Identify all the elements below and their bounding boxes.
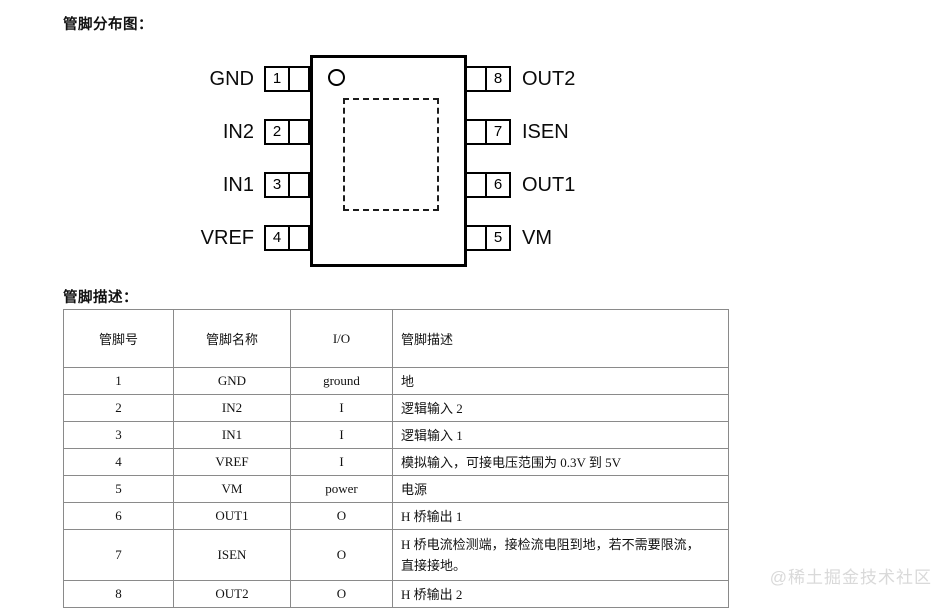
cell-io: ground <box>290 367 393 395</box>
cell-description: 电源 <box>392 475 729 503</box>
pin-diagram: GND 1 IN2 2 IN1 3 VREF 4 8 OUT2 7 ISEN 6… <box>180 45 610 275</box>
thermal-pad-dashed-outline <box>343 98 439 211</box>
table-row: 4 VREF I 模拟输入，可接电压范围为 0.3V 到 5V <box>63 448 729 476</box>
pin-lead-5: 5 VM <box>465 225 552 251</box>
pin-number-7: 7 <box>485 119 511 145</box>
pin-lead-4: VREF 4 <box>201 225 310 251</box>
pin-label-vref: VREF <box>200 227 254 249</box>
pin-stub-4 <box>290 225 310 251</box>
pin-lead-2: IN2 2 <box>223 119 310 145</box>
column-header-io: I/O <box>290 309 393 368</box>
description-line: H 桥电流检测端，接检流电阻到地，若不需要限流， <box>401 537 700 552</box>
cell-pin-name: OUT2 <box>173 580 291 608</box>
cell-description: 地 <box>392 367 729 395</box>
pin-lead-7: 7 ISEN <box>465 119 569 145</box>
cell-io: O <box>290 529 393 581</box>
table-row: 6 OUT1 O H 桥输出 1 <box>63 502 729 530</box>
cell-description: H 桥电流检测端，接检流电阻到地，若不需要限流， 直接接地。 <box>392 529 729 581</box>
description-line: 模拟输入，可接电压范围为 0.3V 到 5V <box>401 454 622 470</box>
chip-body-outline <box>310 55 467 267</box>
cell-io: O <box>290 502 393 530</box>
pin-number-6: 6 <box>485 172 511 198</box>
description-line: H 桥输出 2 <box>401 586 463 602</box>
cell-pin-number: 7 <box>63 529 174 581</box>
pin-number-1: 1 <box>264 66 290 92</box>
cell-pin-name: OUT1 <box>173 502 291 530</box>
table-row: 8 OUT2 O H 桥输出 2 <box>63 580 729 608</box>
table-row: 5 VM power 电源 <box>63 475 729 503</box>
column-header-pin-number: 管脚号 <box>63 309 174 368</box>
pin-stub-3 <box>290 172 310 198</box>
table-row: 3 IN1 I 逻辑输入 1 <box>63 421 729 449</box>
column-header-pin-name: 管脚名称 <box>173 309 291 368</box>
cell-pin-name: VM <box>173 475 291 503</box>
cell-pin-number: 1 <box>63 367 174 395</box>
cell-pin-number: 6 <box>63 502 174 530</box>
cell-io: I <box>290 421 393 449</box>
table-row: 1 GND ground 地 <box>63 367 729 395</box>
cell-io: power <box>290 475 393 503</box>
description-line: 电源 <box>401 481 428 497</box>
cell-pin-name: GND <box>173 367 291 395</box>
pin-label-in2: IN2 <box>222 121 254 143</box>
pin-label-isen: ISEN <box>522 121 569 143</box>
pin-stub-7 <box>465 119 485 145</box>
pin-label-out2: OUT2 <box>522 68 576 90</box>
cell-description: 逻辑输入 2 <box>392 394 729 422</box>
cell-description: H 桥输出 2 <box>392 580 729 608</box>
cell-description: H 桥输出 1 <box>392 502 729 530</box>
pin-number-3: 3 <box>264 172 290 198</box>
pin-stub-6 <box>465 172 485 198</box>
watermark: @稀土掘金技术社区 <box>769 568 932 587</box>
pin-number-4: 4 <box>264 225 290 251</box>
description-line: 逻辑输入 1 <box>401 427 463 443</box>
pin-label-in1: IN1 <box>222 174 254 196</box>
pin-stub-1 <box>290 66 310 92</box>
table-header-row: 管脚号 管脚名称 I/O 管脚描述 <box>63 309 729 368</box>
page-title-pin-description: 管脚描述： <box>63 290 138 306</box>
pin-stub-8 <box>465 66 485 92</box>
pin-stub-5 <box>465 225 485 251</box>
cell-io: O <box>290 580 393 608</box>
cell-pin-number: 5 <box>63 475 174 503</box>
pin-stub-2 <box>290 119 310 145</box>
cell-pin-name: VREF <box>173 448 291 476</box>
description-line: 地 <box>401 373 415 389</box>
column-header-description: 管脚描述 <box>392 309 729 368</box>
cell-io: I <box>290 394 393 422</box>
pin-label-gnd: GND <box>209 68 254 90</box>
cell-pin-number: 8 <box>63 580 174 608</box>
table-row: 7 ISEN O H 桥电流检测端，接检流电阻到地，若不需要限流， 直接接地。 <box>63 529 729 581</box>
description-line: 逻辑输入 2 <box>401 400 463 416</box>
cell-pin-number: 3 <box>63 421 174 449</box>
description-line: H 桥输出 1 <box>401 508 463 524</box>
pin-lead-6: 6 OUT1 <box>465 172 575 198</box>
pin-number-5: 5 <box>485 225 511 251</box>
pin-description-table: 管脚号 管脚名称 I/O 管脚描述 1 GND ground 地 2 IN2 I… <box>63 309 729 608</box>
cell-io: I <box>290 448 393 476</box>
cell-pin-name: IN2 <box>173 394 291 422</box>
pin1-dot-marker-icon <box>328 69 345 86</box>
pin-number-2: 2 <box>264 119 290 145</box>
pin-lead-1: GND 1 <box>210 66 310 92</box>
cell-description: 模拟输入，可接电压范围为 0.3V 到 5V <box>392 448 729 476</box>
pin-lead-3: IN1 3 <box>223 172 310 198</box>
pin-number-8: 8 <box>485 66 511 92</box>
description-line: 直接接地。 <box>401 558 467 573</box>
pin-lead-8: 8 OUT2 <box>465 66 575 92</box>
table-row: 2 IN2 I 逻辑输入 2 <box>63 394 729 422</box>
cell-description: 逻辑输入 1 <box>392 421 729 449</box>
cell-pin-number: 2 <box>63 394 174 422</box>
cell-pin-name: ISEN <box>173 529 291 581</box>
cell-pin-number: 4 <box>63 448 174 476</box>
pin-label-vm: VM <box>522 227 552 249</box>
pin-label-out1: OUT1 <box>522 174 576 196</box>
page-title-pinout: 管脚分布图： <box>63 17 153 33</box>
cell-pin-name: IN1 <box>173 421 291 449</box>
